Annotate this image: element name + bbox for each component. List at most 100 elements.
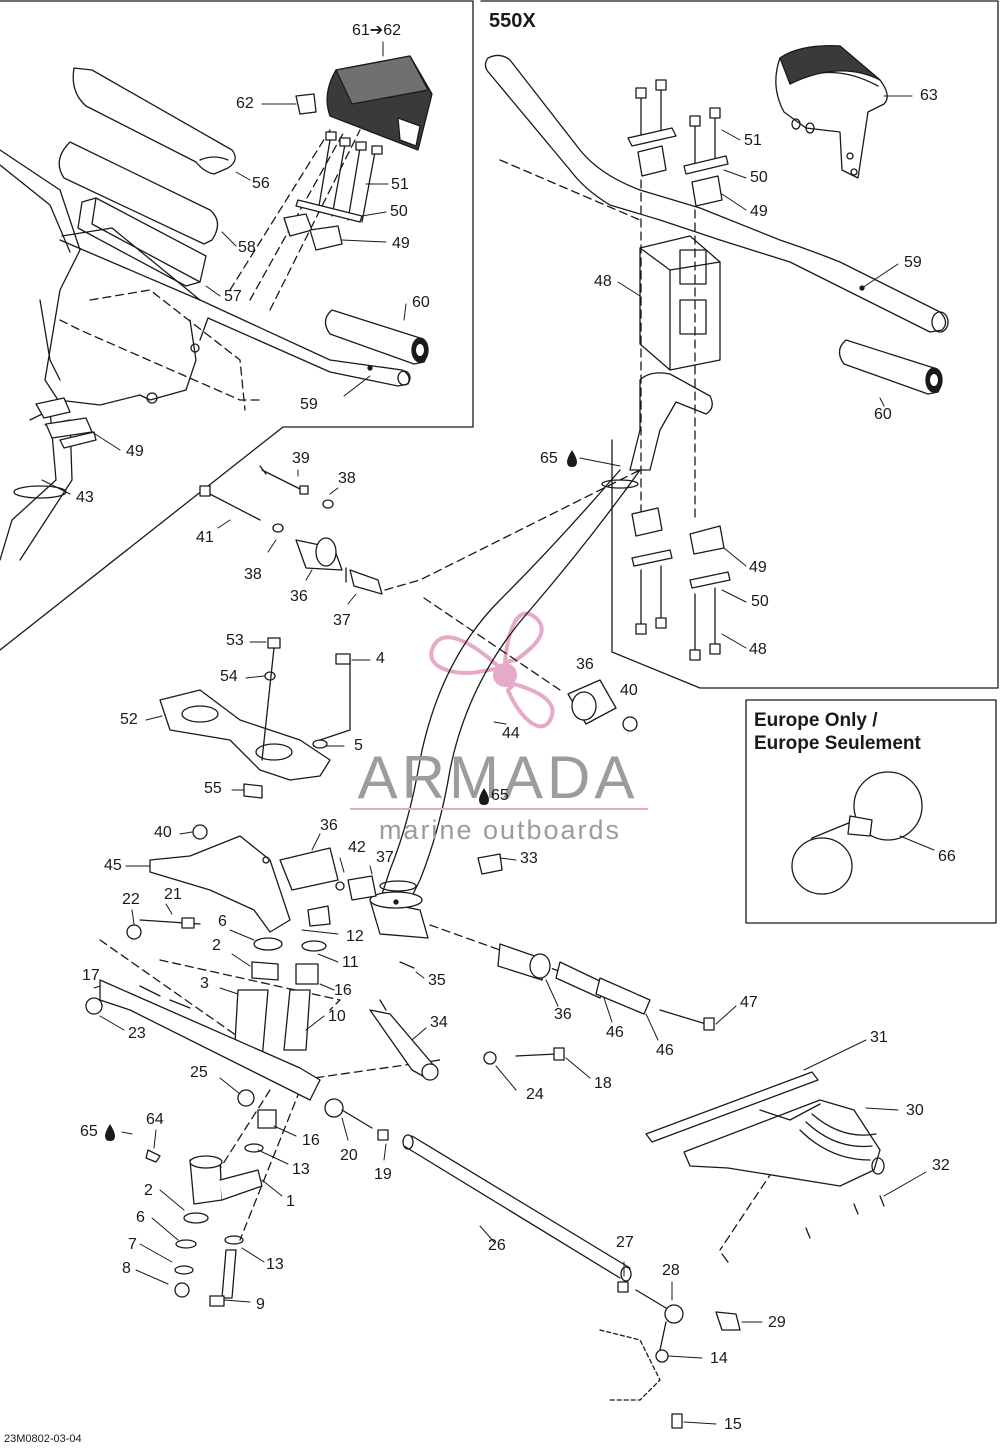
callout-36d: 36 xyxy=(554,1006,572,1023)
panel-frames xyxy=(0,0,999,924)
callout-46a: 46 xyxy=(606,1024,624,1041)
callout-51b: 51 xyxy=(744,132,762,149)
callout-48a: 48 xyxy=(594,273,612,290)
callout-39: 39 xyxy=(292,450,310,467)
callout-49c: 49 xyxy=(750,203,768,220)
callout-36a: 36 xyxy=(290,588,308,605)
callout-4: 4 xyxy=(376,650,385,667)
callout-14: 14 xyxy=(710,1350,728,1367)
callout-31: 31 xyxy=(870,1029,888,1046)
callout-27: 27 xyxy=(616,1234,634,1251)
top-right-550x-assembly xyxy=(484,45,949,661)
callout-21: 21 xyxy=(164,886,182,903)
callout-38b: 38 xyxy=(244,566,262,583)
panel-title-550x: 550X xyxy=(489,10,536,32)
callout-13b: 13 xyxy=(266,1256,284,1273)
callout-19: 19 xyxy=(374,1166,392,1183)
watermark-divider xyxy=(350,808,648,810)
callout-37b: 37 xyxy=(376,849,394,866)
callout-38a: 38 xyxy=(338,470,356,487)
callout-2b: 2 xyxy=(144,1182,153,1199)
callout-24: 24 xyxy=(526,1086,544,1103)
linkage-right xyxy=(369,853,715,1081)
callout-35: 35 xyxy=(428,972,446,989)
callout-59a: 59 xyxy=(300,396,318,413)
watermark-brand: ARMADA xyxy=(357,744,639,811)
steering-column-44 xyxy=(99,469,781,1251)
callout-40b: 40 xyxy=(154,824,172,841)
callout-28: 28 xyxy=(662,1262,680,1279)
callout-26: 26 xyxy=(488,1237,506,1254)
callout-49a: 49 xyxy=(392,235,410,252)
callout-17: 17 xyxy=(82,967,100,984)
horn-66 xyxy=(791,771,923,895)
europe-title-line2: Europe Seulement xyxy=(754,733,921,754)
callout-20: 20 xyxy=(340,1147,358,1164)
callout-30: 30 xyxy=(906,1102,924,1119)
callout-50b: 50 xyxy=(750,169,768,186)
callout-18: 18 xyxy=(594,1075,612,1092)
callout-6b: 6 xyxy=(136,1209,145,1226)
europe-title-line1: Europe Only / xyxy=(754,710,878,731)
callout-57: 57 xyxy=(224,288,242,305)
callout-15: 15 xyxy=(724,1416,742,1433)
callout-64: 64 xyxy=(146,1111,164,1128)
callout-59b: 59 xyxy=(904,254,922,271)
callout-48b: 48 xyxy=(749,641,767,658)
callout-33: 33 xyxy=(520,850,538,867)
callout-10: 10 xyxy=(328,1008,346,1025)
europe-box-title: Europe Only / Europe Seulement xyxy=(754,709,921,755)
drawing-code: 23M0802-03-04 xyxy=(4,1433,82,1445)
bolts-51a xyxy=(317,131,383,223)
pivot-parts-upper xyxy=(199,465,383,595)
handlebar-pad-56 xyxy=(72,67,236,175)
callout-2a: 2 xyxy=(212,937,221,954)
pivot-stack-left xyxy=(85,905,331,1107)
callout-36b: 36 xyxy=(576,656,594,673)
callout-25: 25 xyxy=(190,1064,208,1081)
callout-32: 32 xyxy=(932,1157,950,1174)
callout-50a: 50 xyxy=(390,203,408,220)
callout-65b: 65 xyxy=(491,787,509,804)
callout-65a: 65 xyxy=(540,450,558,467)
callout-43: 43 xyxy=(76,489,94,506)
boot-30 xyxy=(645,1071,885,1263)
callout-60a: 60 xyxy=(412,294,430,311)
callout-62: 62 xyxy=(236,95,254,112)
top-left-handlebar-assembly xyxy=(0,55,433,561)
tie-rod-26 xyxy=(324,1098,741,1429)
bracket-45 xyxy=(149,824,377,933)
callout-63: 63 xyxy=(920,87,938,104)
callout-6a: 6 xyxy=(218,913,227,930)
clip-62 xyxy=(295,93,317,115)
handle-grip-60a xyxy=(324,309,428,365)
handle-grip-60b xyxy=(838,339,942,395)
watermark-tagline: marine outboards xyxy=(378,815,622,845)
callout-16a: 16 xyxy=(334,982,352,999)
bushing-36-right xyxy=(567,679,638,732)
callout-44: 44 xyxy=(502,725,520,742)
callout-29: 29 xyxy=(768,1314,786,1331)
callout-58: 58 xyxy=(238,239,256,256)
callout-61-62: 61➔62 xyxy=(352,22,401,39)
callout-56: 56 xyxy=(252,175,270,192)
callout-34: 34 xyxy=(430,1014,448,1031)
callout-55: 55 xyxy=(204,780,222,797)
handlebar-59-left xyxy=(0,149,151,406)
callout-50c: 50 xyxy=(751,593,769,610)
callout-5: 5 xyxy=(354,737,363,754)
callout-51a: 51 xyxy=(391,176,409,193)
callout-23: 23 xyxy=(128,1025,146,1042)
callout-65c: 65 xyxy=(80,1123,98,1140)
callout-41: 41 xyxy=(196,529,214,546)
callout-13a: 13 xyxy=(292,1161,310,1178)
bolts-51b xyxy=(635,79,721,167)
callout-22: 22 xyxy=(122,891,140,908)
callout-46b: 46 xyxy=(656,1042,674,1059)
callout-45: 45 xyxy=(104,857,122,874)
callout-47: 47 xyxy=(740,994,758,1011)
callout-49b: 49 xyxy=(126,443,144,460)
callout-40a: 40 xyxy=(620,682,638,699)
